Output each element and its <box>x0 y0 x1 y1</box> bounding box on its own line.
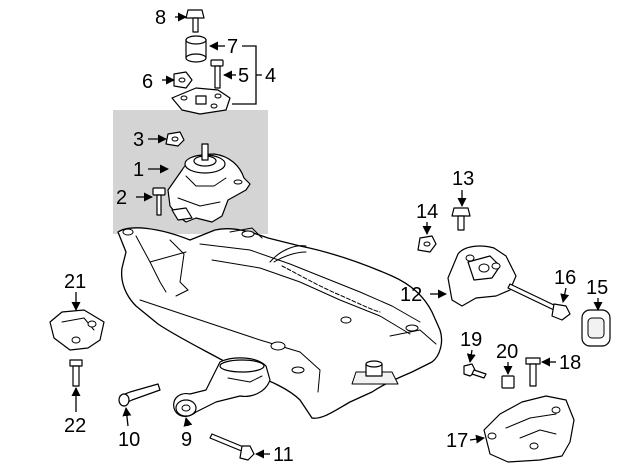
callout-12: 12 <box>400 284 422 306</box>
bracket-part-17 <box>483 395 575 463</box>
callout-7: 7 <box>227 36 238 58</box>
clip-part-20 <box>501 375 515 389</box>
bolt-part-2 <box>152 187 166 216</box>
callout-9: 9 <box>181 429 192 451</box>
bolt-part-8 <box>185 9 205 33</box>
bolt-part-18 <box>525 357 541 387</box>
callout-19: 19 <box>460 329 482 351</box>
stud-part-5 <box>210 59 224 89</box>
bolt-part-10 <box>118 383 161 407</box>
bolt-part-13 <box>451 207 471 231</box>
callout-3: 3 <box>133 129 144 151</box>
callout-6: 6 <box>142 71 153 93</box>
callout-11: 11 <box>273 444 294 466</box>
torque-rod <box>173 357 271 417</box>
callout-10: 10 <box>118 429 140 451</box>
mount-bracket <box>171 87 231 115</box>
callouts: 1 2 3 4 5 6 7 8 9 10 11 12 13 14 15 16 1… <box>64 7 608 466</box>
callout-17: 17 <box>446 430 468 452</box>
callout-16: 16 <box>554 267 576 289</box>
nut-part-6 <box>173 71 193 89</box>
through-bolt-part-16 <box>507 283 571 321</box>
nut-part-14 <box>417 235 437 253</box>
callout-18: 18 <box>559 352 581 374</box>
transmission-mount <box>447 245 517 307</box>
callout-4: 4 <box>265 65 276 87</box>
callout-22: 22 <box>64 415 86 437</box>
callout-13: 13 <box>452 168 474 190</box>
callout-15: 15 <box>586 277 608 299</box>
callout-20: 20 <box>496 341 518 363</box>
bracket-part-21 <box>49 309 105 351</box>
callout-5: 5 <box>238 65 249 87</box>
leader-lines <box>71 12 603 459</box>
callout-8: 8 <box>155 7 166 29</box>
subframe <box>117 227 443 419</box>
bolt-part-19 <box>463 363 487 379</box>
engine-mount <box>167 143 251 223</box>
cap-part-15 <box>581 309 611 347</box>
bolt-part-11 <box>209 433 255 461</box>
callout-2: 2 <box>116 187 127 209</box>
callout-14: 14 <box>416 201 438 223</box>
callout-1: 1 <box>133 159 144 181</box>
bolt-part-22 <box>69 359 83 387</box>
nut-part-3 <box>165 131 185 147</box>
callout-21: 21 <box>64 271 86 293</box>
bushing-part-7 <box>185 35 207 63</box>
